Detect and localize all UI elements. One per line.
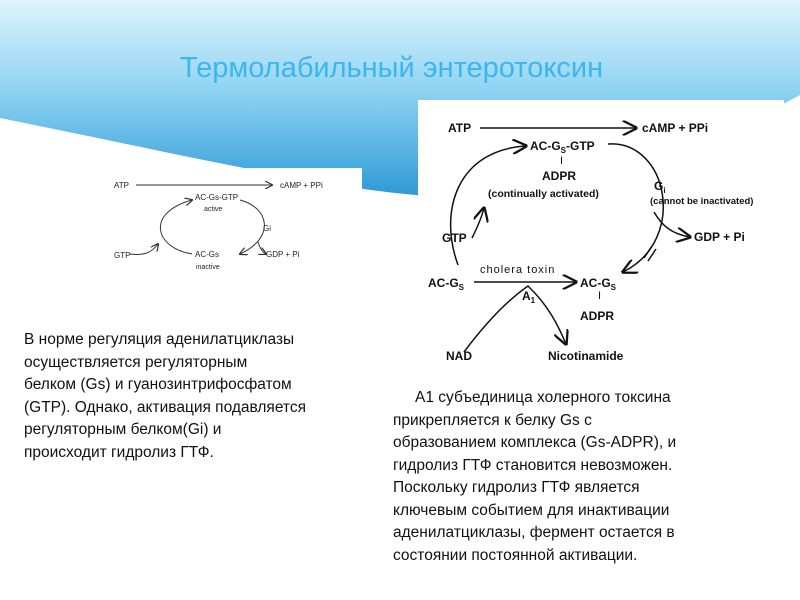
normal-regulation-text: В норме регуляция аденилатциклазы осущес… (24, 329, 384, 464)
gdp-pi-label: GDP + Pi (694, 230, 745, 244)
atp-label: ATP (114, 181, 129, 190)
text-line: осуществляется регуляторным (24, 353, 248, 371)
bar-1: I (560, 155, 563, 167)
continually-activated-label: (continually activated) (488, 188, 599, 200)
gtp-in-arrow (471, 208, 484, 239)
text-line: А1 субъединица холерного токсина (415, 389, 671, 406)
block-mark-2 (647, 248, 657, 262)
atp-label: ATP (448, 121, 471, 135)
ac-gs-right-label: AC-GS (580, 276, 617, 292)
gdp-branch-arrow (653, 211, 690, 237)
text-line: гидролиз ГТФ становится невозможен. (393, 456, 673, 474)
nad-to-nicotinamide-arrow (463, 285, 566, 353)
a1-label: A1 (522, 289, 536, 305)
adpr-bottom-label: ADPR (580, 309, 614, 323)
camp-ppi-label: cAMP + PPi (642, 121, 708, 135)
cholera-toxin-diagram: ATP cAMP + PPi AC-GS-GTP I ADPR (continu… (418, 100, 784, 378)
text-line: аденилатциклазы, фермент остается в (393, 524, 675, 541)
text-line: (GTP). Однако, активация подавляется (24, 398, 307, 416)
cycle-right-arrow (240, 199, 265, 254)
cholera-action-text: А1 субъединица холерного токсина прикреп… (393, 387, 758, 567)
text-line: состоянии постоянной активации. (393, 546, 638, 564)
inactive-label: inactive (196, 264, 220, 271)
text-line: регуляторным белком(Gi) и (24, 421, 222, 438)
gi-cycle-right-arrow (607, 143, 665, 272)
camp-ppi-label: cAMP + PPi (280, 181, 323, 190)
gtp-label: GTP (114, 251, 130, 260)
cholera-toxin-label: cholera toxin (480, 264, 555, 276)
gi-label: Gi (654, 179, 666, 195)
slide-title: Термолабильный энтеротоксин (180, 52, 604, 84)
text-line: белком (Gs) и гуанозинтрифосфатом (24, 376, 292, 393)
ac-gs-gtp-label: AC-Gs-GTP (195, 193, 238, 202)
nad-label: NAD (446, 349, 472, 363)
nicotinamide-label: Nicotinamide (548, 349, 624, 363)
text-line: Поскольку гидролиз ГТФ является (393, 479, 640, 496)
normal-regulation-diagram: ATP cAMP + PPi AC-Gs-GTP active Gi GTP A… (100, 168, 362, 278)
cannot-be-inactivated-label: (cannot be inactivated) (650, 196, 753, 207)
cycle-left-arrow (160, 200, 192, 255)
text-line: образованием комплекса (Gs-ADPR), и (393, 434, 677, 451)
text-line: прикрепляется к белку Gs с (393, 411, 592, 429)
text-line: ключевым событием для инактивации (393, 501, 670, 519)
gdp-pi-label: GDP + Pi (266, 250, 300, 259)
text-line: В норме регуляция аденилатциклазы (24, 331, 295, 348)
text-line: происходит гидролиз ГТФ. (24, 443, 214, 461)
bar-2: I (598, 290, 601, 302)
gtp-cycle-left-arrow (449, 146, 526, 266)
ac-gs-label: AC-Gs (195, 250, 219, 259)
gdp-out-arrow (257, 241, 266, 254)
ac-gs-left-label: AC-GS (428, 276, 465, 292)
ac-gs-gtp-label: AC-GS-GTP (530, 139, 595, 155)
gtp-in-arrow (129, 244, 158, 255)
active-label: active (204, 206, 222, 213)
block-mark-1 (643, 245, 653, 259)
gtp-label: GTP (442, 231, 467, 245)
gi-label: Gi (263, 224, 271, 233)
adpr-top-label: ADPR (542, 169, 576, 183)
